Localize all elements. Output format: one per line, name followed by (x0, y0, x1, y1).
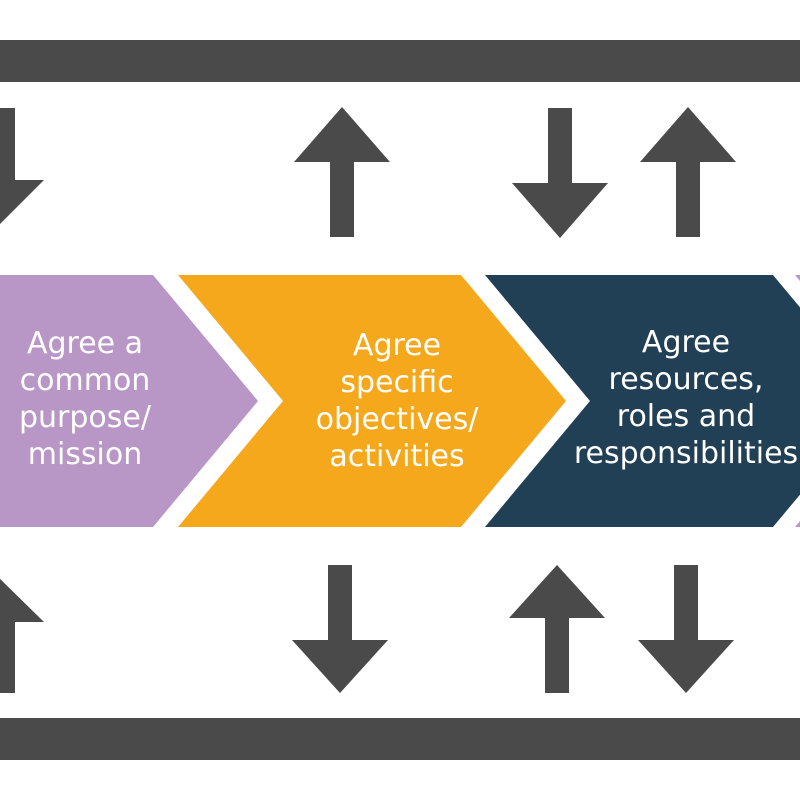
step-3-line-2: resources, (608, 362, 764, 397)
step-3-line-3: roles and (616, 399, 756, 434)
step-3-line-4: responsibilities (573, 436, 799, 471)
step-1-line-3: purpose/ (19, 400, 151, 435)
top-bar (0, 40, 800, 82)
step-1-label: Agree a common purpose/ mission (0, 325, 170, 473)
step-2-line-4: activities (329, 439, 465, 474)
step-3-line-1: Agree (641, 325, 731, 360)
up-arrow-icon (294, 107, 390, 237)
step-2-label: Agree specific objectives/ activities (297, 327, 497, 475)
step-2-line-2: specific (340, 365, 454, 400)
step-1-line-2: common (19, 363, 151, 398)
step-2-line-3: objectives/ (315, 402, 479, 437)
step-2-chevron (178, 275, 566, 527)
down-arrow-icon (512, 108, 608, 238)
down-arrow-icon (292, 565, 388, 693)
step-2-line-1: Agree (352, 328, 442, 363)
step-3-chevron (485, 275, 800, 527)
step-1-line-4: mission (27, 437, 143, 472)
step-1-chevron (0, 275, 258, 527)
up-arrow-icon (0, 578, 44, 693)
step-3-label: Agree resources, roles and responsibilit… (566, 324, 800, 472)
down-arrow-icon (0, 108, 44, 224)
up-arrow-icon (509, 565, 605, 693)
step-1-line-1: Agree a (26, 326, 144, 361)
up-arrow-icon (640, 107, 736, 237)
bottom-bar (0, 718, 800, 760)
down-arrow-icon (638, 565, 734, 693)
